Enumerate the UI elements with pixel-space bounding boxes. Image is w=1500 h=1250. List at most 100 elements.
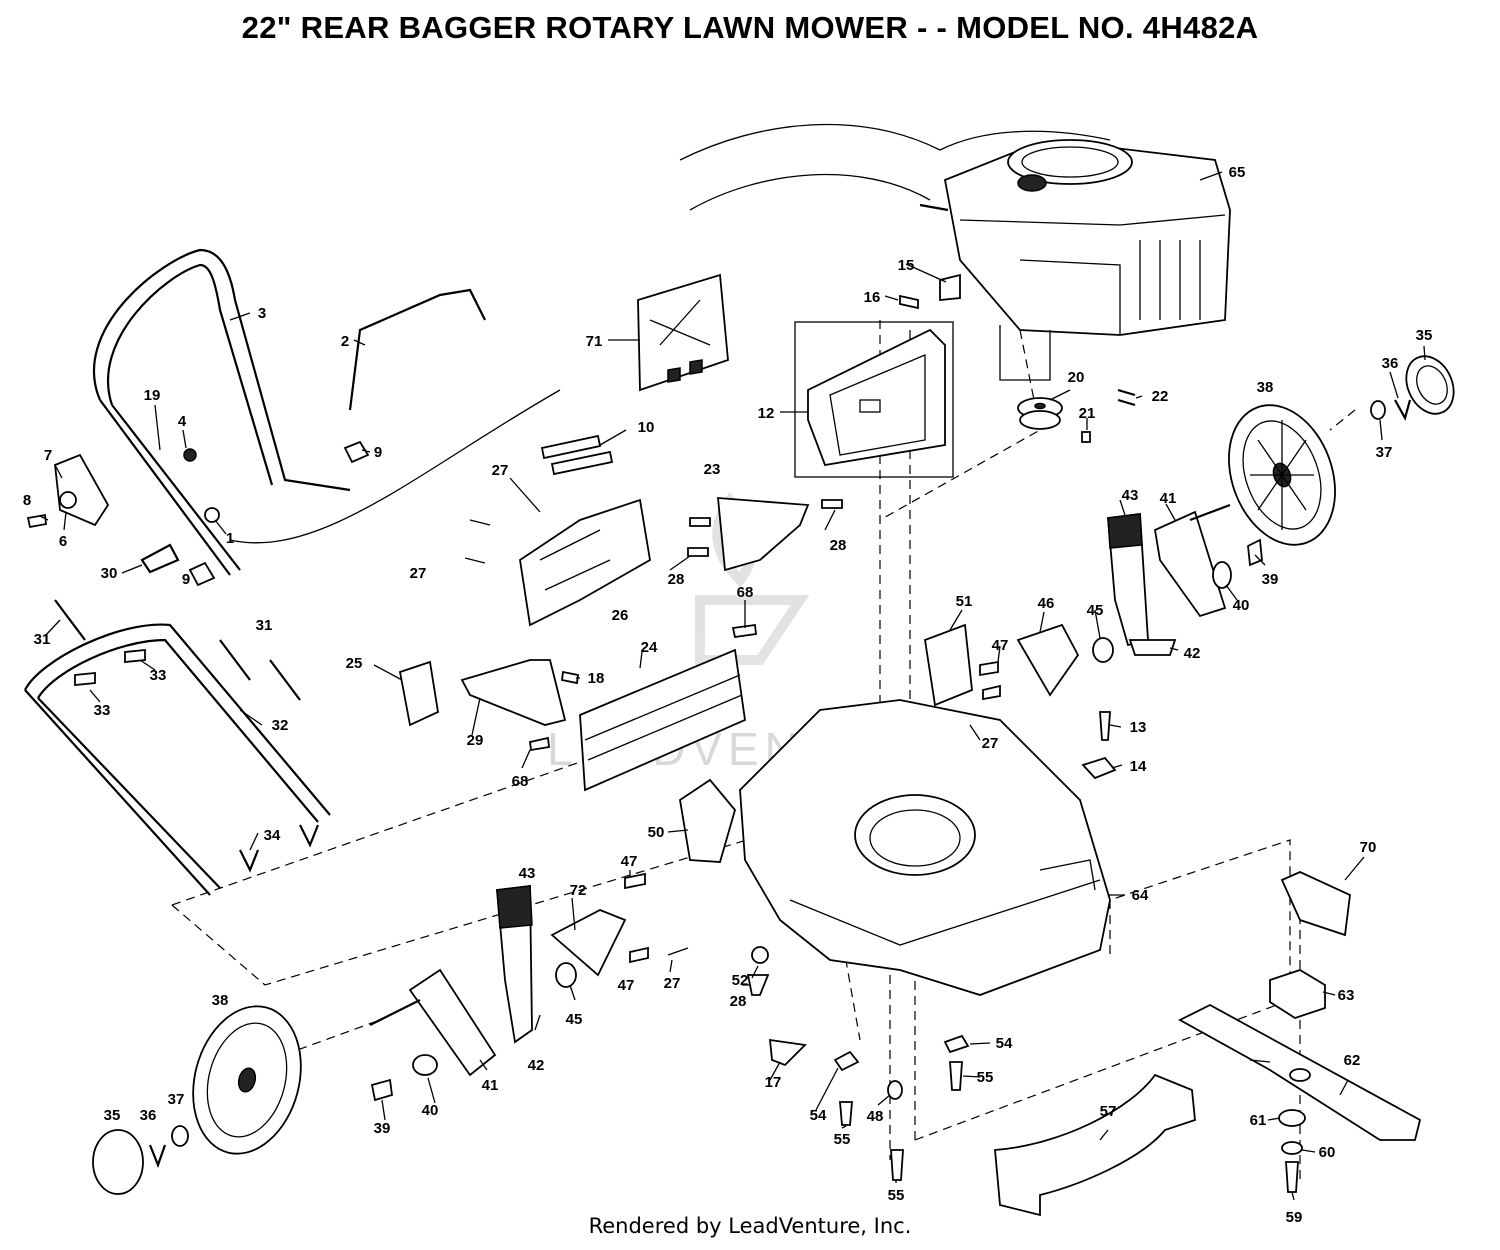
callout-65: 65 [1229,164,1246,181]
key-part-21 [1081,431,1091,443]
washer-part-37-right [1370,400,1386,420]
callout-19: 19 [144,387,161,404]
callout-60: 60 [1319,1144,1336,1161]
callout-72: 72 [570,882,587,899]
callout-4: 4 [178,413,187,430]
blade-part-62 [1178,1003,1422,1141]
hubcap-part-35-left [92,1129,144,1195]
bolt-part-16 [899,294,919,310]
knob-part-4 [183,448,197,462]
callout-43-right: 43 [1122,487,1139,504]
washer-part-40-left [412,1054,438,1076]
callout-28-lower: 28 [730,993,747,1010]
callout-labels: 65 15 16 3 2 71 12 20 22 21 35 36 38 37 … [23,164,1433,1226]
deflector-part-24 [579,648,746,792]
deflector-part-71 [637,273,729,392]
callout-28-right: 28 [830,537,847,554]
adapter-part-63 [1269,969,1326,1019]
bracket-part-25 [398,660,439,727]
callout-38-right: 38 [1257,379,1274,396]
bolts-part-33 [74,649,146,686]
callout-33-upper: 33 [150,667,167,684]
height-lever-part-43-left [496,884,533,1044]
callout-37-left: 37 [168,1091,185,1108]
bolt-part-47-lower [629,946,649,964]
bolt-part-13 [1099,711,1111,741]
wing-nut-part-9-lower [188,561,216,587]
callout-42-right: 42 [1184,645,1201,662]
callout-59: 59 [1286,1209,1303,1226]
callout-29: 29 [467,732,484,749]
callout-51: 51 [956,593,973,610]
blade-adapter-part-70 [1280,871,1351,937]
callout-36-left: 36 [140,1107,157,1124]
callout-27-lower: 27 [664,975,681,992]
baffle-part-57 [994,1073,1196,1217]
spring-part-45-right [1092,637,1114,663]
callout-10: 10 [638,419,655,436]
callout-63: 63 [1338,987,1355,1004]
wing-nut-part-9-upper [343,440,370,464]
callout-62: 62 [1344,1052,1361,1069]
callout-6: 6 [59,533,67,550]
callout-45-left: 45 [566,1011,583,1028]
callout-55-left: 55 [834,1131,851,1148]
callout-48: 48 [867,1108,884,1125]
callout-39-left: 39 [374,1120,391,1137]
callout-42-left: 42 [528,1057,545,1074]
callout-55-right: 55 [977,1069,994,1086]
wheel-part-38-right [1228,404,1336,546]
bolts-part-31 [54,599,301,701]
washer-part-37-left [171,1125,189,1147]
bracket-part-7 [54,453,110,527]
bolt-part-39-left [370,1078,393,1102]
callout-18: 18 [588,670,605,687]
callout-35-right: 35 [1416,327,1433,344]
cover-part-17 [768,1038,807,1067]
callout-52: 52 [732,972,749,989]
callout-71: 71 [586,333,603,350]
strip-part-10 [540,434,614,476]
clips-part-34 [239,824,320,873]
bracket-part-50 [679,778,736,863]
callout-46: 46 [1038,595,1055,612]
callout-68-lower: 68 [512,773,529,790]
bolt-part-68-lower [529,736,550,752]
wheel-part-38-left [192,1005,302,1155]
callout-38-left: 38 [212,992,229,1009]
callout-7: 7 [44,447,52,464]
callout-28-left: 28 [668,571,685,588]
bolt-part-39-right [1247,538,1263,567]
axle-bracket-part-41-left [369,968,497,1077]
nut-part-52 [751,946,769,964]
door-plate-part-26 [519,498,651,627]
hubcap-part-35-right [1405,355,1455,415]
bracket-part-15 [939,273,961,301]
callout-68-upper: 68 [737,584,754,601]
washer-part-48 [887,1080,903,1100]
callout-22: 22 [1152,388,1169,405]
washer-part-40-right [1212,561,1232,589]
bolt-part-18 [561,670,579,685]
callout-31-left: 31 [34,631,51,648]
control-rod-part-2 [348,288,486,411]
pins-part-27 [464,519,975,956]
callout-14: 14 [1130,758,1147,775]
callout-54-right: 54 [996,1035,1013,1052]
clip-part-54-right [943,1034,970,1054]
callout-9-lower: 9 [182,571,190,588]
callout-43-left: 43 [519,865,536,882]
height-quadrant-part-46 [1016,623,1080,697]
lower-handle-part-32 [24,623,331,896]
callout-24: 24 [641,639,658,656]
bolts-part-28 [687,499,843,996]
callout-35-left: 35 [104,1107,121,1124]
callout-57: 57 [1100,1103,1117,1120]
bracket-part-14 [1081,756,1117,780]
callout-20: 20 [1068,369,1085,386]
washer-part-61 [1278,1109,1306,1127]
callout-33-lower: 33 [94,702,111,719]
bracket-part-23 [717,497,810,572]
callout-27-mid: 27 [982,735,999,752]
